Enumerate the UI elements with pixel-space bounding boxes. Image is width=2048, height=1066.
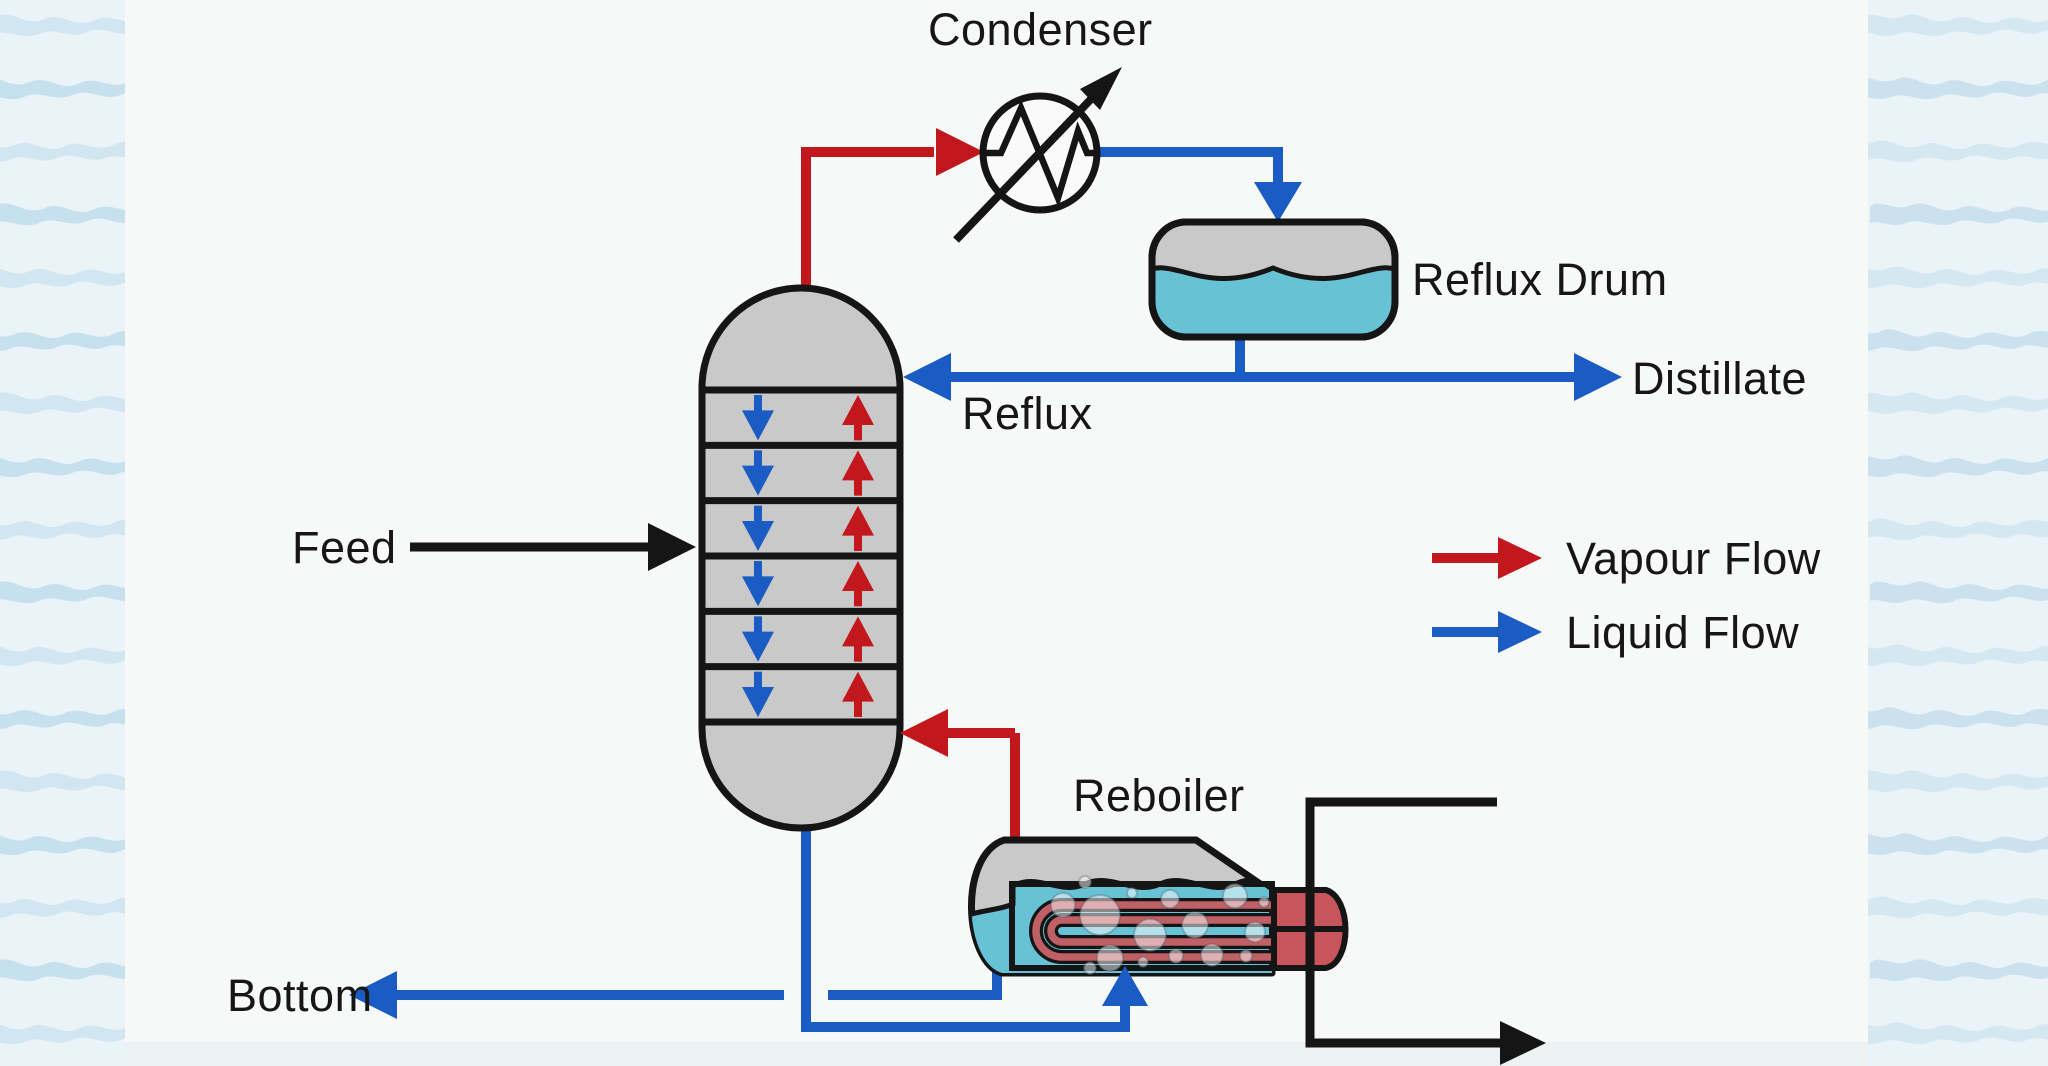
condenser-coil-icon — [985, 99, 1096, 208]
liquid-down-arrowhead — [742, 576, 774, 607]
drum-outline — [1148, 218, 1399, 341]
label-reboiler: Reboiler — [1073, 770, 1245, 821]
vapour-arrowhead-into-condenser — [936, 128, 984, 176]
legend-vapour-arrowhead — [1498, 537, 1542, 579]
legend-arrows — [1432, 537, 1542, 653]
bottom-arrowhead — [349, 971, 397, 1019]
vapour-up-arrowhead — [842, 561, 874, 591]
legend-label-vapour-flow: Vapour Flow — [1566, 533, 1821, 584]
condenser-diagonal-arrowhead — [1080, 67, 1122, 110]
feed-arrowhead — [648, 523, 696, 571]
vapour-up-arrowhead — [842, 450, 874, 481]
legend-liquid-arrowhead — [1498, 611, 1542, 653]
pipes-under — [349, 128, 1546, 1065]
reflux-arrowhead-into-column — [903, 353, 951, 401]
liquid-down-arrowhead — [742, 687, 774, 717]
arrowhead-into-drum — [1254, 182, 1302, 222]
liquid-down-arrowhead — [742, 631, 774, 662]
heating-medium-out-arrowhead — [1500, 1021, 1546, 1065]
label-reflux: Reflux — [962, 388, 1093, 439]
condenser-diagonal-arrow — [953, 93, 1097, 243]
legend-label-liquid-flow: Liquid Flow — [1566, 607, 1800, 658]
distillate-arrowhead — [1574, 353, 1622, 401]
reboiler — [968, 836, 1349, 977]
vapour-up-arrowhead — [842, 395, 874, 425]
liquid-down-arrowhead — [742, 465, 774, 496]
pipes-over — [410, 353, 1622, 1006]
left-edge-texture — [0, 0, 125, 1066]
vapour-arrowhead-into-column — [900, 709, 948, 757]
vapour-up-arrowhead — [842, 505, 874, 536]
column-internal-flow-arrows — [742, 395, 874, 717]
label-reflux-drum: Reflux Drum — [1412, 254, 1668, 305]
bottom-product-pipe-right — [828, 964, 1002, 1000]
label-condenser: Condenser — [928, 4, 1153, 55]
liquid-down-arrowhead — [742, 521, 774, 551]
bottoms-arrowhead-into-reboiler — [1102, 966, 1148, 1006]
vapour-up-arrowhead — [842, 616, 874, 647]
column-bottoms-pipe — [801, 816, 1130, 1032]
vapour-pipe-column-to-condenser — [801, 147, 934, 300]
right-edge-texture — [1868, 0, 2048, 1066]
bottom-edge-shading — [125, 1042, 1868, 1066]
condenser-symbol — [953, 67, 1122, 243]
vapour-up-arrowhead — [842, 671, 874, 702]
condensate-pipe-condenser-to-drum — [1091, 147, 1283, 186]
distillation-column — [698, 284, 904, 832]
reflux-drum — [1148, 218, 1399, 341]
label-distillate: Distillate — [1632, 353, 1808, 404]
label-feed: Feed — [292, 522, 397, 573]
liquid-down-arrowhead — [742, 410, 774, 441]
column-trays — [702, 386, 900, 726]
boiling-bubbles — [1050, 875, 1270, 975]
label-bottom: Bottom — [227, 970, 373, 1021]
